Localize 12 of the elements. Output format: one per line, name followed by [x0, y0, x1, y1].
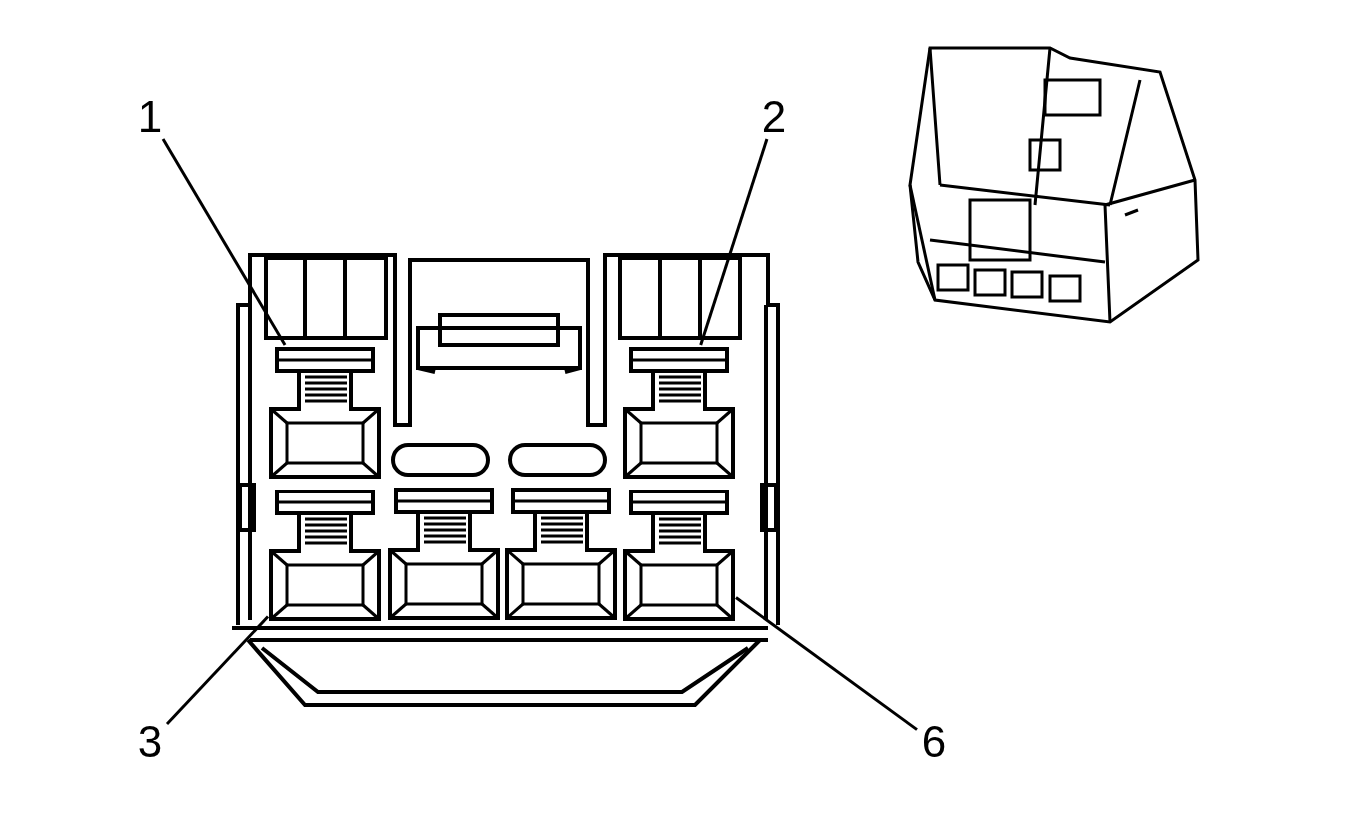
terminal-cavity	[622, 345, 736, 480]
terminal-cavity	[268, 345, 382, 480]
leader-line	[165, 615, 270, 725]
callout-number: 1	[133, 95, 167, 139]
leader-line	[699, 138, 769, 346]
terminal-cavity	[622, 490, 736, 622]
leader-line	[735, 596, 918, 731]
callout-number: 2	[757, 95, 791, 139]
callout-number: 3	[133, 720, 167, 764]
leader-line	[161, 138, 287, 346]
callout-number: 6	[917, 720, 951, 764]
terminal-cavity	[268, 490, 382, 622]
